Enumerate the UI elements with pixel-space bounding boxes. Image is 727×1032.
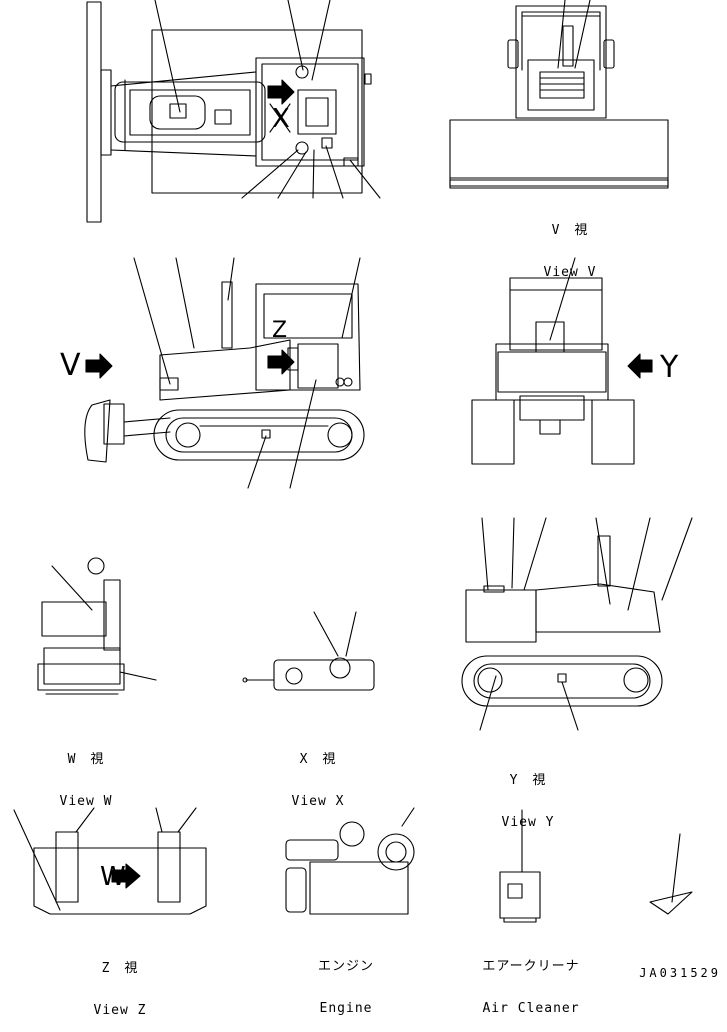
caption-view-y: Y 視 View Y [478, 746, 578, 844]
caption-view-x-jp: X 視 [299, 752, 337, 767]
caption-engine: エンジン Engine [296, 932, 396, 1030]
caption-view-y-en: View Y [501, 815, 555, 830]
front-view-dozer [449, 0, 669, 189]
caption-view-z: Z 視 View Z [70, 934, 170, 1032]
caption-view-v-jp: V 視 [551, 223, 589, 238]
caption-view-z-en: View Z [93, 1003, 147, 1018]
caption-view-y-jp: Y 視 [509, 773, 547, 788]
caption-view-x-en: View X [291, 794, 345, 809]
caption-view-w-en: View W [59, 794, 113, 809]
arrow-label-v: V [60, 348, 81, 383]
rear-view-dozer [471, 257, 653, 465]
caption-engine-en: Engine [319, 1001, 373, 1016]
view-x-drawing [242, 611, 375, 691]
diagram-canvas [13, 0, 693, 923]
caption-view-v-en: View V [543, 265, 597, 280]
side-view-left [84, 257, 365, 489]
air-cleaner-drawing [499, 809, 693, 923]
document-id: JA031529 [639, 966, 721, 980]
caption-air-cleaner-en: Air Cleaner [482, 1001, 580, 1016]
arrow-label-w: W [100, 862, 126, 892]
caption-air-cleaner-jp: エアークリーナ [482, 959, 580, 974]
arrow-label-x: X [272, 104, 290, 134]
caption-engine-jp: エンジン [317, 959, 374, 974]
view-y-drawing [461, 517, 693, 731]
arrow-label-z: Z [272, 318, 288, 343]
caption-view-w-jp: W 視 [67, 752, 105, 767]
caption-view-w: W 視 View W [36, 725, 136, 823]
caption-air-cleaner: エアークリーナ Air Cleaner [466, 932, 596, 1030]
caption-view-z-jp: Z 視 [101, 961, 139, 976]
plan-view-dozer [86, 0, 381, 223]
caption-view-x: X 視 View X [268, 725, 368, 823]
caption-view-v: V 視 View V [520, 196, 620, 294]
arrow-label-y: Y [660, 350, 679, 385]
engine-drawing [285, 807, 415, 915]
view-z-drawing [13, 807, 207, 915]
view-w-drawing [37, 557, 157, 695]
